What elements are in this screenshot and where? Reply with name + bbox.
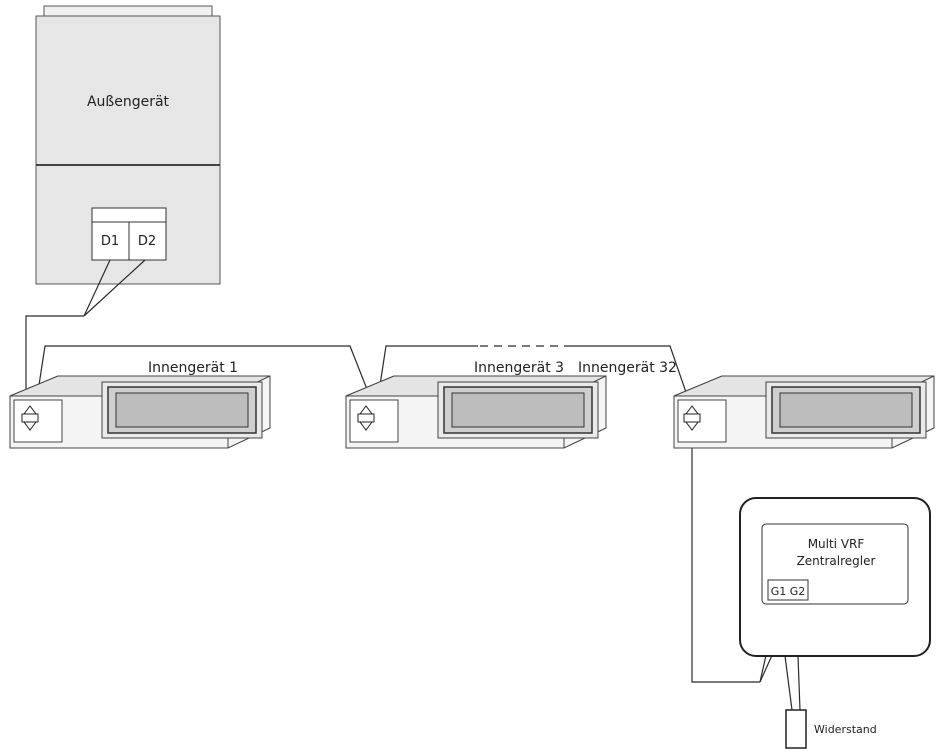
outdoor-unit-label: Außengerät xyxy=(87,94,170,110)
controller-terminal-label: G1 G2 xyxy=(771,585,806,598)
connector-icon xyxy=(357,405,375,431)
indoor-unit-1-label: Innengerät 1 xyxy=(148,360,238,376)
indoor-unit-3-label: Innengerät 3 xyxy=(474,360,564,376)
communication-wiring xyxy=(25,259,801,711)
controller-label-line2: Zentralregler xyxy=(797,554,876,568)
outdoor-unit: Außengerät D1 D2 xyxy=(35,5,221,285)
central-controller: Multi VRF Zentralregler G1 G2 xyxy=(739,497,931,657)
controller-label-line1: Multi VRF xyxy=(808,537,865,551)
terminal-d2-label: D2 xyxy=(138,234,156,249)
outdoor-terminal-block: D1 D2 xyxy=(91,207,167,261)
connector-icon xyxy=(683,405,701,431)
indoor-unit-3: Innengerät 32 xyxy=(578,360,935,449)
indoor-unit-1: Innengerät 1 xyxy=(9,360,271,449)
indoor-unit-32-label: Innengerät 32 xyxy=(578,360,677,376)
resistor-label: Widerstand xyxy=(814,723,877,736)
connector-icon xyxy=(21,405,39,431)
indoor-unit-2: Innengerät 3 xyxy=(345,360,607,449)
terminal-d1-label: D1 xyxy=(101,234,119,249)
resistor: Widerstand xyxy=(785,709,877,749)
